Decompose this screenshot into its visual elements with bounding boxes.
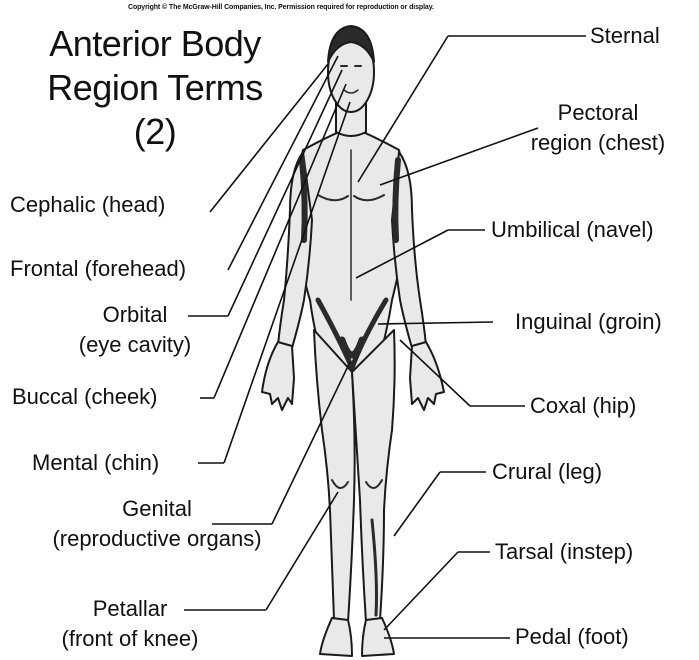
label-orbital-line-1: Orbital — [40, 300, 230, 330]
left-foot — [320, 618, 352, 656]
label-tarsal: Tarsal (instep) — [495, 537, 633, 567]
title-line-2: Region Terms — [0, 66, 310, 110]
left-hand — [262, 342, 294, 410]
title-line-3: (2) — [0, 110, 310, 154]
label-orbital-line-2: (eye cavity) — [40, 330, 230, 360]
label-frontal: Frontal (forehead) — [10, 254, 186, 284]
label-inguinal: Inguinal (groin) — [515, 307, 662, 337]
label-pectoral-line-2: region (chest) — [498, 128, 698, 158]
label-mental: Mental (chin) — [32, 448, 159, 478]
label-patellar: Petallar (front of knee) — [40, 594, 220, 654]
label-patellar-line-2: (front of knee) — [40, 624, 220, 654]
label-pedal: Pedal (foot) — [515, 622, 629, 652]
label-cephalic: Cephalic (head) — [10, 190, 165, 220]
left-leg — [314, 330, 355, 622]
copyright-notice: Copyright © The McGraw-Hill Companies, I… — [128, 4, 434, 11]
diagram-title: Anterior Body Region Terms (2) — [0, 22, 310, 154]
label-sternal: Sternal — [590, 21, 660, 51]
title-line-1: Anterior Body — [0, 22, 310, 66]
label-pectoral-line-1: Pectoral — [498, 98, 698, 128]
label-genital: Genital (reproductive organs) — [30, 494, 284, 554]
label-patellar-line-1: Petallar — [40, 594, 220, 624]
right-leg — [352, 330, 395, 622]
label-orbital: Orbital (eye cavity) — [40, 300, 230, 360]
label-buccal: Buccal (cheek) — [12, 382, 158, 412]
label-umbilical: Umbilical (navel) — [491, 215, 654, 245]
label-pectoral: Pectoral region (chest) — [498, 98, 698, 158]
label-genital-line-1: Genital — [30, 494, 284, 524]
label-genital-line-2: (reproductive organs) — [30, 524, 284, 554]
label-crural: Crural (leg) — [492, 457, 602, 487]
label-coxal: Coxal (hip) — [530, 391, 636, 421]
left-arm — [278, 152, 312, 348]
